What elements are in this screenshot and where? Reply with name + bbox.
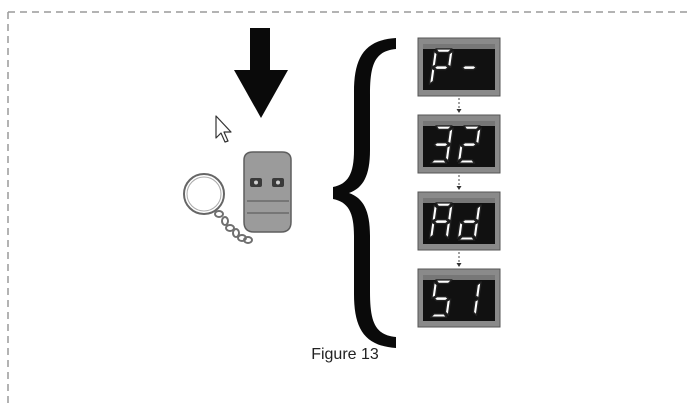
segment-b: [446, 50, 454, 68]
segment-b: [474, 204, 482, 222]
left-curly-brace-icon: [333, 38, 396, 348]
display-digit: [429, 279, 453, 318]
segment-e: [428, 67, 436, 85]
segment-b: [446, 127, 454, 145]
segment-c: [472, 221, 480, 239]
segment-c: [444, 221, 452, 239]
segment-c: [444, 298, 452, 316]
segment-g: [433, 218, 449, 225]
display-1: P-: [417, 37, 501, 97]
remote-control-keyfob-icon: [183, 151, 292, 244]
display-digit: [456, 204, 482, 241]
sequence-arrow: [456, 98, 462, 113]
segment-d: [429, 313, 448, 318]
segment-c: [472, 298, 480, 316]
display-3: Ad: [417, 191, 501, 251]
segment-c: [444, 144, 452, 162]
segment-g: [461, 64, 477, 71]
segment-a: [435, 48, 453, 54]
display-digit: [456, 125, 482, 164]
segment-a: [435, 279, 453, 285]
segment-f: [431, 281, 438, 299]
mouse-pointer-icon: [215, 115, 232, 143]
key-chain: [214, 210, 253, 244]
segment-b: [446, 204, 454, 222]
segment-f: [431, 204, 438, 222]
display-sequence: P- 32Ad 51: [417, 37, 501, 328]
key-ring: [183, 173, 225, 215]
segment-g: [433, 141, 449, 148]
down-arrow-icon: [234, 28, 288, 118]
display-digit: [428, 202, 454, 239]
display-digit: [428, 48, 454, 85]
segment-d: [457, 236, 476, 241]
segment-b: [474, 281, 482, 299]
figure-caption: Figure 13: [311, 346, 379, 363]
display-2: 32: [417, 114, 501, 174]
segment-a: [463, 125, 481, 131]
sequence-arrow: [456, 175, 462, 190]
display-digit: [461, 64, 477, 71]
segment-a: [435, 202, 453, 208]
display-4: 51: [417, 268, 501, 328]
segment-d: [429, 159, 448, 164]
segment-b: [474, 127, 482, 145]
segment-e: [428, 221, 436, 239]
display-digit: [472, 281, 482, 316]
segment-a: [435, 125, 453, 131]
segment-f: [431, 50, 438, 68]
remote-body: [243, 151, 292, 233]
segment-e: [456, 144, 464, 162]
segment-g: [461, 141, 477, 148]
segment-g: [433, 295, 449, 302]
display-digit: [429, 125, 454, 164]
segment-d: [457, 159, 476, 164]
sequence-arrow: [456, 252, 462, 267]
segment-g: [461, 218, 477, 225]
segment-e: [456, 221, 464, 239]
dashed-border: [7, 11, 690, 405]
segment-g: [433, 64, 449, 71]
